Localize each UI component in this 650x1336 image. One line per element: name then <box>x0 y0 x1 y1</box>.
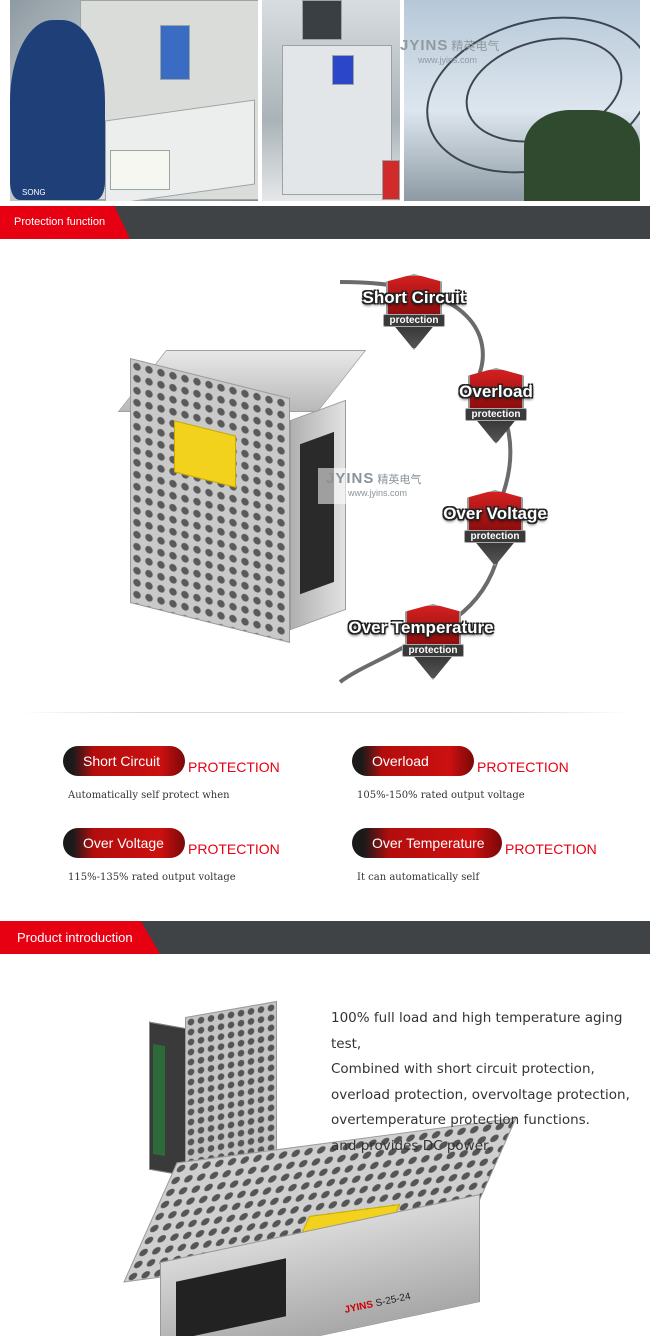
control-room-photo: SONG <box>10 0 258 201</box>
power-supply-front-image: JYINS S-25-24 <box>123 1117 517 1336</box>
over-temperature-badge: Over Temperature protection <box>348 600 498 690</box>
shield-icon <box>467 490 523 566</box>
feature-suffix: PROTECTION <box>505 841 597 857</box>
machine-photo <box>262 0 400 201</box>
product-introduction-header: Product introduction <box>0 921 650 954</box>
description-paragraph: 100% full load and high temperature agin… <box>331 1010 623 1052</box>
psu-perforated-face <box>130 358 290 643</box>
shield-icon <box>405 604 461 680</box>
feature-description: Automatically self protect when <box>68 790 230 801</box>
feature-description: 105%-150% rated output voltage <box>357 790 525 801</box>
section-title: Protection function <box>14 216 106 228</box>
feature-suffix: PROTECTION <box>477 759 569 775</box>
power-supply-image <box>117 348 367 643</box>
psu-terminal-block <box>300 431 334 595</box>
section-divider <box>20 712 630 713</box>
feature-suffix: PROTECTION <box>188 759 280 775</box>
feature-pill: Over Temperature <box>352 828 502 858</box>
photo-caption: SONG <box>22 188 46 197</box>
section-title: Product introduction <box>17 930 133 945</box>
feature-pill: Short Circuit <box>63 746 185 776</box>
overload-badge: Overload protection <box>431 364 561 454</box>
section-tab: Product introduction <box>0 921 160 954</box>
protection-function-header: Protection function <box>0 206 650 239</box>
feature-pill: Over Voltage <box>63 828 185 858</box>
product-description: 100% full load and high temperature agin… <box>331 1006 631 1159</box>
section-tab: Protection function <box>0 206 130 239</box>
feature-pill: Overload <box>352 746 474 776</box>
over-voltage-badge: Over Voltage protection <box>430 486 560 576</box>
feature-suffix: PROTECTION <box>188 841 280 857</box>
shield-icon <box>386 274 442 350</box>
feature-description: It can automatically self <box>357 872 480 883</box>
radio-telescope-photo <box>404 0 640 201</box>
short-circuit-badge: Short Circuit protection <box>349 270 479 360</box>
description-paragraph: Combined with short circuit protection, … <box>331 1061 630 1128</box>
shield-icon <box>468 368 524 444</box>
feature-description: 115%-135% rated output voltage <box>68 872 236 883</box>
description-paragraph: and provides DC power. <box>331 1137 492 1154</box>
